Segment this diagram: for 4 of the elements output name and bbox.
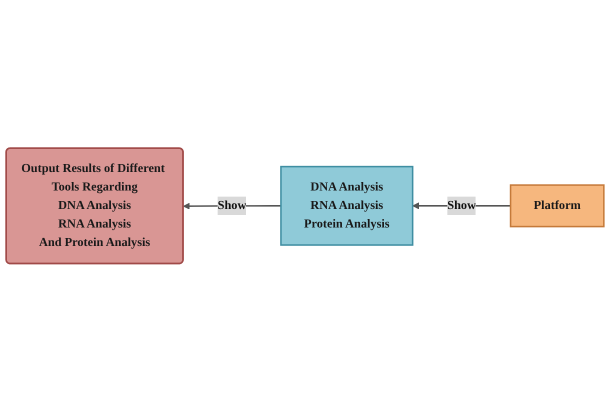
edge-label: Show: [447, 199, 476, 212]
edge-label: Show: [218, 199, 246, 212]
node-box: Platform: [510, 184, 605, 228]
node-box: DNA Analysis RNA Analysis Protein Analysis: [280, 166, 414, 246]
